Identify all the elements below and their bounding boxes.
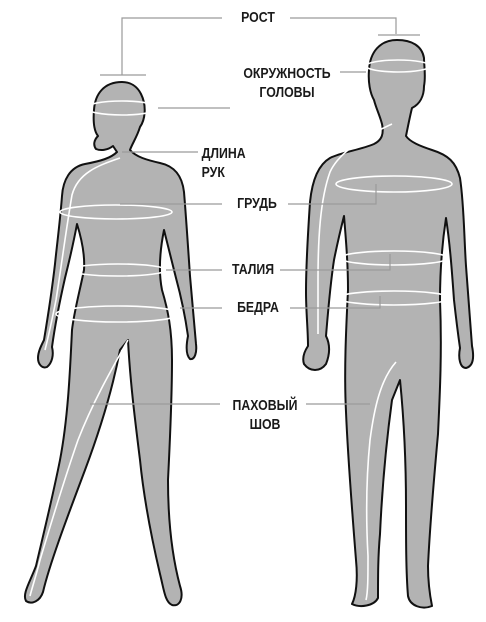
label-chest: ГРУДЬ <box>228 194 285 213</box>
label-hips-text: БЕДРА <box>230 298 286 317</box>
male-figure <box>303 40 473 608</box>
label-chest-text: ГРУДЬ <box>230 194 284 213</box>
label-head-line2: ГОЛОВЫ <box>242 83 332 102</box>
female-figure <box>25 82 196 605</box>
label-hips: БЕДРА <box>228 298 287 317</box>
label-inseam-line1: ПАХОВЫЙ <box>230 396 301 415</box>
label-waist-text: ТАЛИЯ <box>229 260 277 279</box>
label-waist: ТАЛИЯ <box>228 260 279 279</box>
label-arm-line2: РУК <box>202 163 259 182</box>
label-head-circumference: ОКРУЖНОСТЬ ГОЛОВЫ <box>240 64 333 102</box>
label-arm-length: ДЛИНА РУК <box>200 144 261 182</box>
label-inseam: ПАХОВЫЙ ШОВ <box>228 396 302 434</box>
label-head-line1: ОКРУЖНОСТЬ <box>242 64 332 83</box>
label-height: РОСТ <box>228 8 287 27</box>
label-height-text: РОСТ <box>230 8 286 27</box>
label-arm-line1: ДЛИНА <box>202 144 259 163</box>
label-inseam-line2: ШОВ <box>230 415 301 434</box>
